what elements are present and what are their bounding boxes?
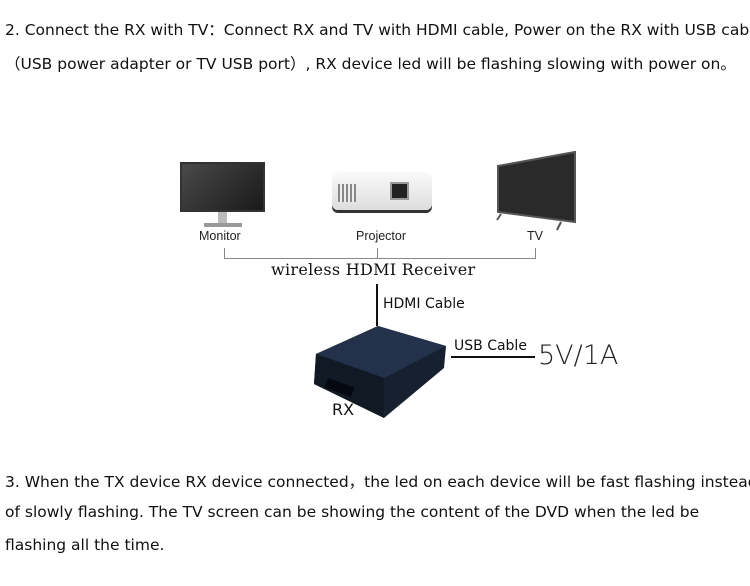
connector-tick [535,248,536,258]
projector-label: Projector [356,229,407,243]
step3-line2: of slowly flashing. The TV screen can be… [5,503,700,521]
connector-line [224,258,536,259]
rx-device-image [314,326,446,418]
connector-tick [377,248,378,258]
connector-tick [224,248,225,258]
power-spec: 5V/1A [538,340,619,371]
usb-cable-label: USB Cable [454,338,527,354]
tv-image [496,150,576,231]
step3-line3: flashing all the time. [5,536,165,554]
monitor-image [180,162,265,232]
step2-line2: （USB power adapter or TV USB port）, RX d… [5,55,736,73]
monitor-label: Monitor [199,229,241,243]
step3-line1: 3. When the TX device RX device connecte… [5,473,750,491]
rx-label: RX [332,400,355,419]
step2-line1: 2. Connect the RX with TV：Connect RX and… [5,21,750,39]
usb-cable-line [451,356,535,358]
projector-image [332,172,432,210]
hdmi-cable-label: HDMI Cable [383,296,465,312]
tv-label: TV [527,229,543,243]
hdmi-cable-line [376,284,378,326]
receiver-title: wireless HDMI Receiver [271,260,476,279]
